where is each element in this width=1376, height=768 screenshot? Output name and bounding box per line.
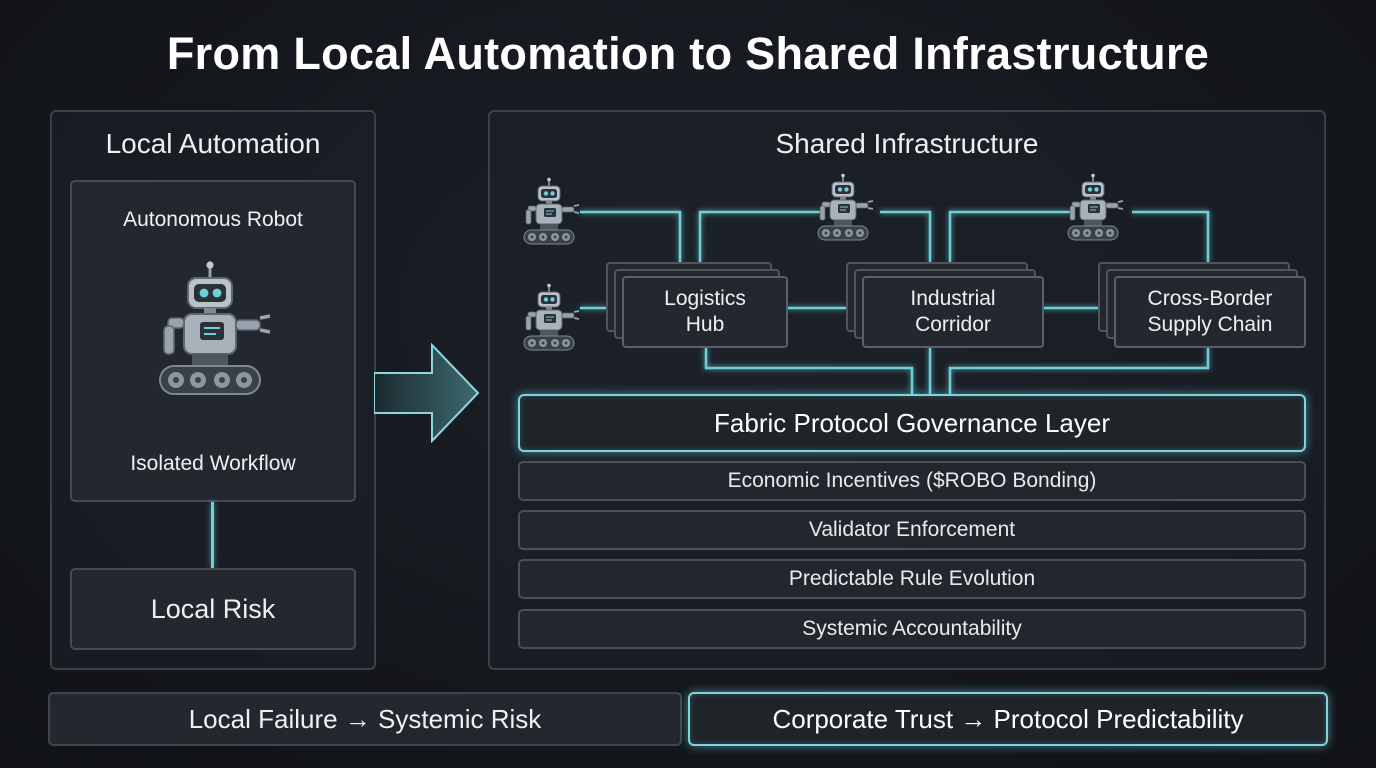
autonomous-robot-label: Autonomous Robot: [123, 208, 303, 231]
governance-layer-label: Fabric Protocol Governance Layer: [714, 407, 1110, 438]
layer-label: Systemic Accountability: [802, 617, 1022, 640]
robot-icon: [523, 176, 580, 245]
hub-line2: Corridor: [915, 313, 991, 336]
shared-infrastructure-heading: Shared Infrastructure: [775, 128, 1039, 159]
layer-systemic-accountability: Systemic Accountability: [518, 609, 1306, 649]
robot-icon: [158, 259, 272, 396]
local-risk-label: Local Risk: [150, 593, 276, 624]
isolated-workflow-label: Isolated Workflow: [130, 452, 296, 475]
hub-line2: Hub: [685, 313, 725, 336]
layer-label: Validator Enforcement: [808, 518, 1016, 541]
layer-economic-incentives: Economic Incentives ($ROBO Bonding): [518, 461, 1306, 501]
governance-layer-box: Fabric Protocol Governance Layer: [518, 394, 1306, 452]
robot-icon: [1067, 172, 1124, 241]
local-automation-heading: Local Automation: [105, 128, 321, 159]
footer-local-failure-box: Local Failure → Systemic Risk: [48, 692, 682, 746]
layer-predictable-rule-evolution: Predictable Rule Evolution: [518, 559, 1306, 599]
footer-left-label: Local Failure → Systemic Risk: [188, 703, 542, 734]
layer-label: Predictable Rule Evolution: [788, 567, 1036, 590]
page-title: From Local Automation to Shared Infrastr…: [166, 28, 1210, 79]
hub-line2: Supply Chain: [1147, 313, 1273, 336]
layer-label: Economic Incentives ($ROBO Bonding): [727, 469, 1097, 492]
robot-icon: [523, 282, 580, 351]
hub-line1: Industrial: [910, 287, 996, 310]
hub-line1: Cross-Border: [1147, 287, 1273, 310]
footer-right-label: Corporate Trust → Protocol Predictabilit…: [772, 703, 1244, 734]
local-risk-box: Local Risk: [70, 568, 356, 650]
hub-line1: Logistics: [664, 287, 746, 310]
workflow-risk-connector: [211, 502, 214, 568]
layer-validator-enforcement: Validator Enforcement: [518, 510, 1306, 550]
arrow-right-icon: [374, 343, 480, 443]
footer-corporate-trust-box: Corporate Trust → Protocol Predictabilit…: [688, 692, 1328, 746]
robot-icon: [817, 172, 874, 241]
